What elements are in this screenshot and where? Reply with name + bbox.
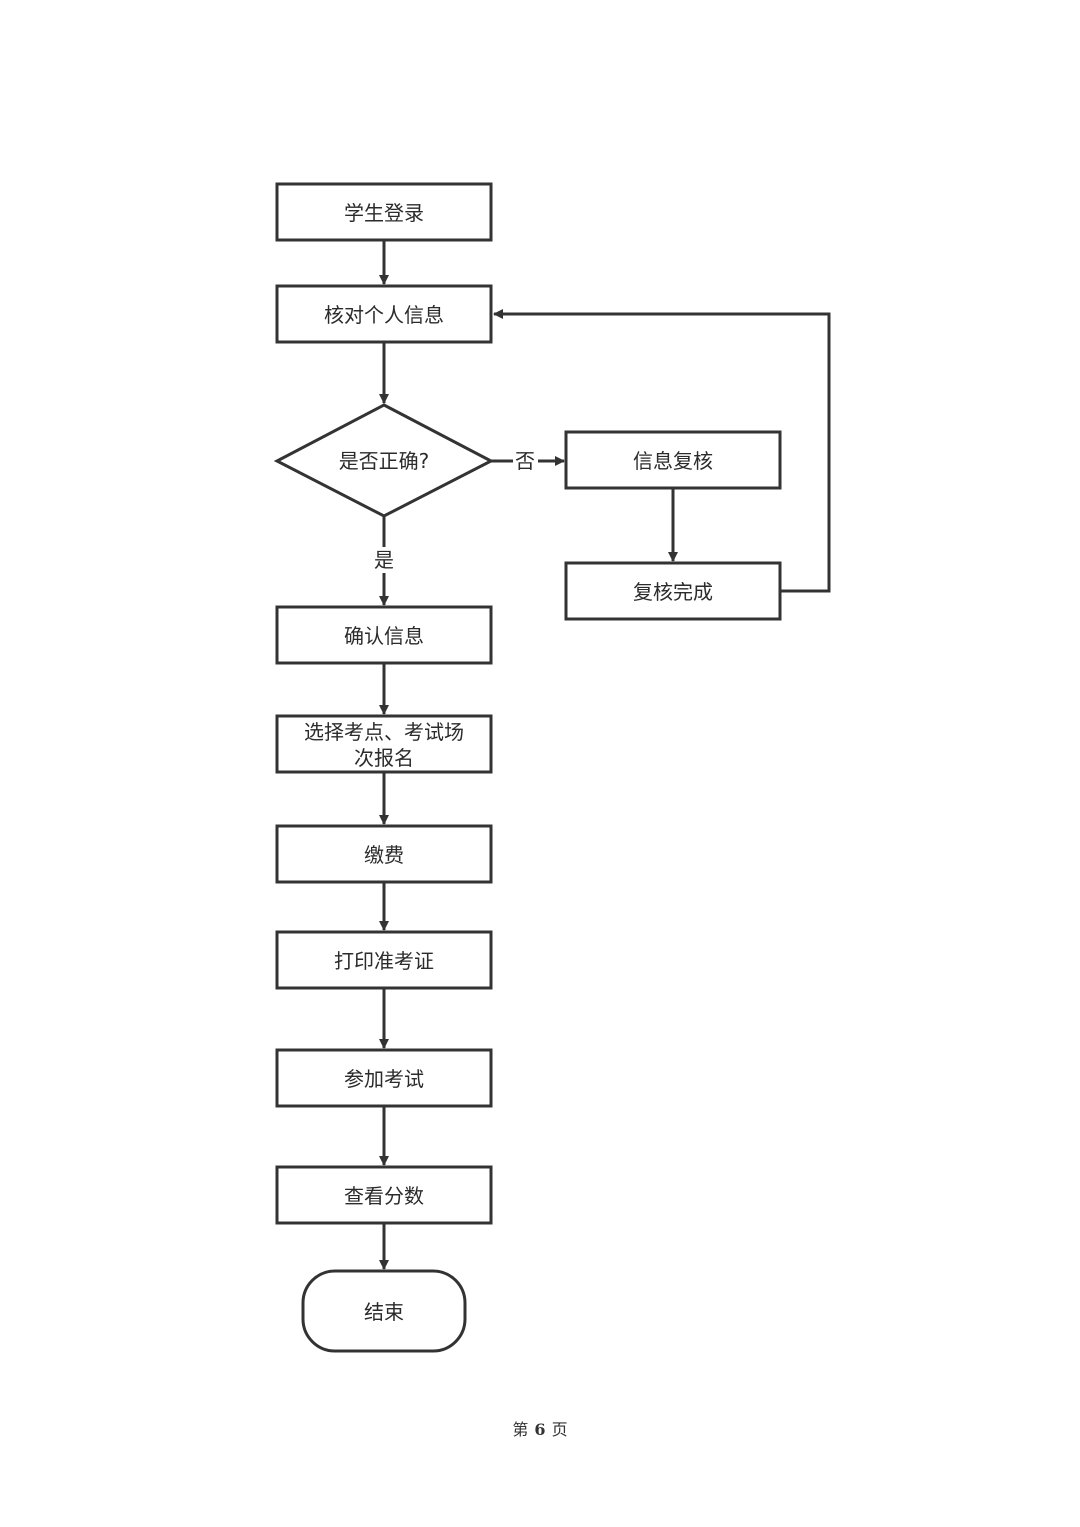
node-info-review-label: 信息复核 [633, 449, 713, 473]
node-select-site-label-line2: 次报名 [354, 746, 414, 770]
node-review-done-label: 复核完成 [633, 580, 713, 604]
node-is-correct-label: 是否正确? [339, 449, 430, 473]
edge-no-label: 否 [515, 449, 535, 473]
node-confirm-info-label: 确认信息 [344, 624, 424, 648]
page-number: 6 [534, 1420, 546, 1439]
node-print-ticket-label: 打印准考证 [334, 949, 434, 973]
node-pay-label: 缴费 [364, 843, 404, 867]
edge-done-loop-back [493, 309, 831, 593]
node-take-exam-label: 参加考试 [344, 1067, 424, 1091]
footer-suffix: 页 [551, 1420, 568, 1439]
node-login-label: 学生登录 [344, 201, 424, 225]
node-verify-info-label: 核对个人信息 [324, 303, 444, 327]
edge-yes-label: 是 [374, 548, 394, 572]
node-end-terminator [301, 1269, 467, 1353]
node-end-label: 结束 [364, 1300, 404, 1324]
node-check-score-label: 查看分数 [344, 1184, 424, 1208]
node-select-site-label-line1: 选择考点、考试场 [304, 720, 464, 744]
footer-prefix: 第 [512, 1420, 529, 1439]
